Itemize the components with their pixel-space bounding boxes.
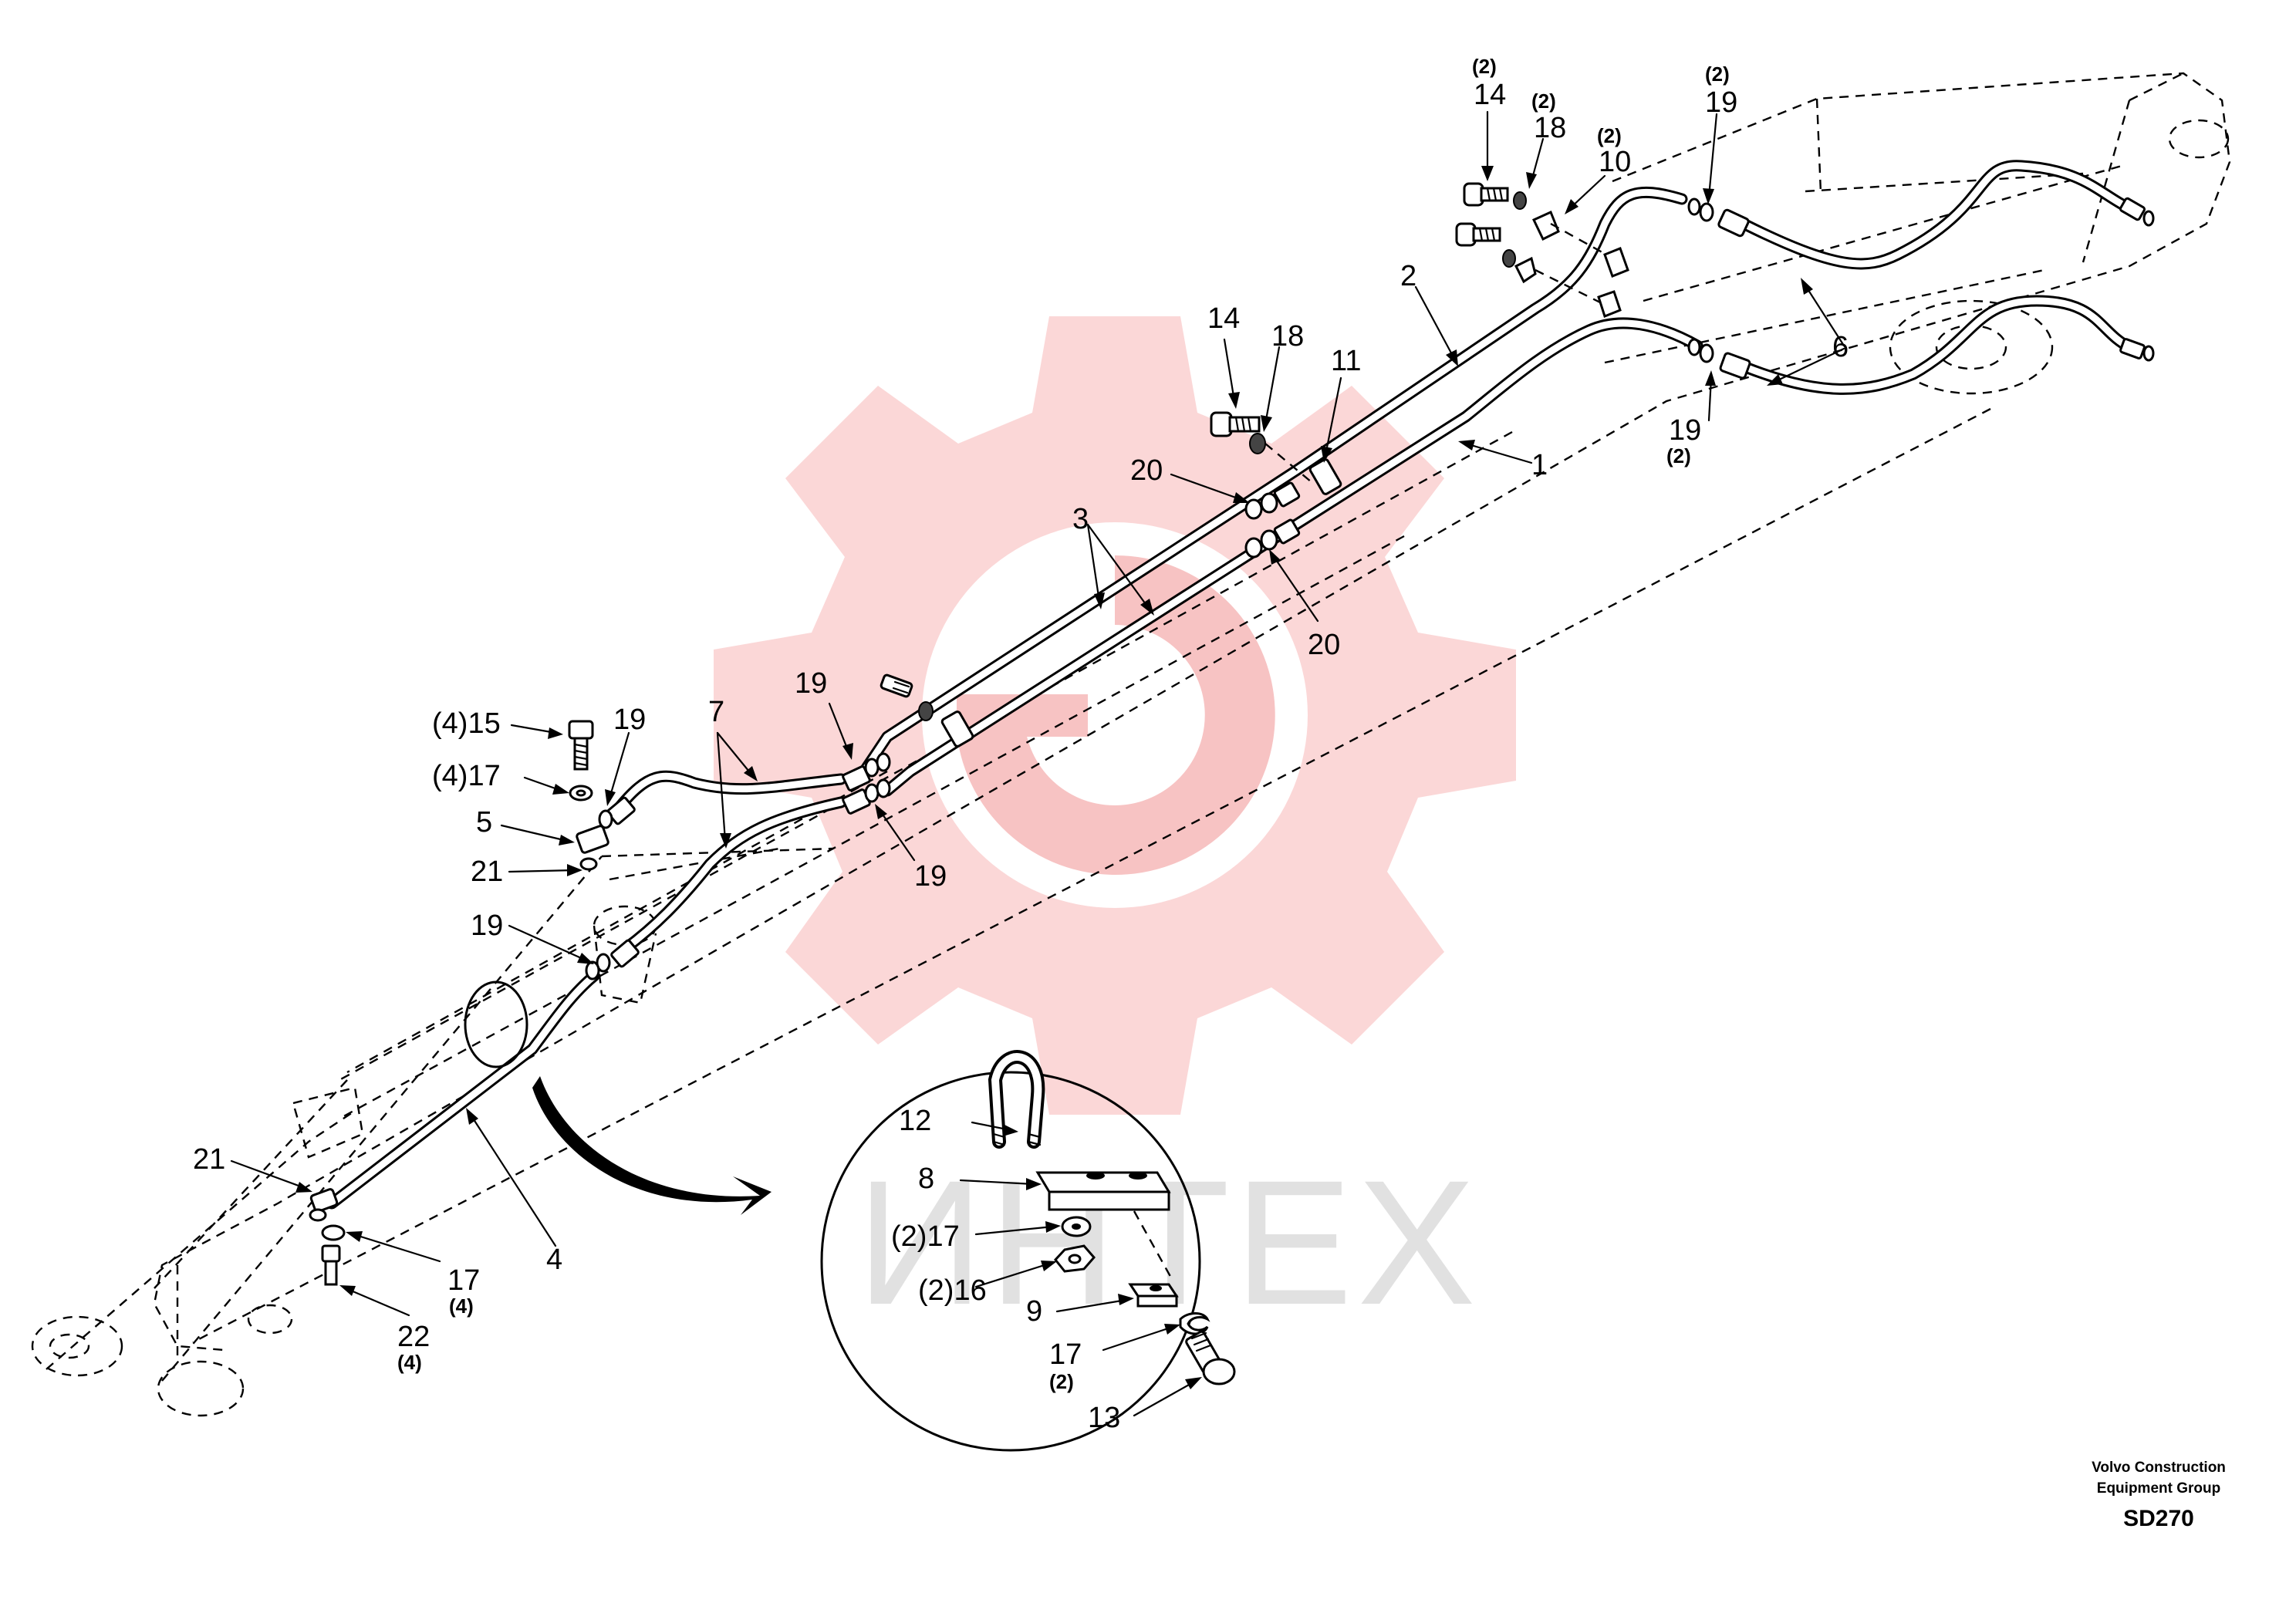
label-19-left-top: 19 <box>613 704 646 736</box>
label-9: 9 <box>1026 1295 1042 1328</box>
u-bolt-12 <box>988 1050 1045 1149</box>
bolt-15 <box>568 720 594 771</box>
label-10: 10 <box>1599 146 1631 178</box>
leader-lines <box>230 110 1845 1417</box>
detail-labels: 12 8 (2)17 (2)16 9 17 (2) 13 <box>891 1105 1120 1434</box>
footer: Volvo Construction Equipment Group SD270 <box>2092 1460 2226 1531</box>
bolts-mid <box>1210 411 1312 483</box>
label-15: (4)15 <box>432 707 501 740</box>
label-12: 12 <box>899 1105 931 1137</box>
fittings <box>585 197 2155 980</box>
detail-callout <box>532 1071 1201 1452</box>
bolts-top <box>1455 182 1629 318</box>
label-18-mid: 18 <box>1271 320 1304 353</box>
nut-17a <box>1061 1216 1092 1237</box>
footer-company-line2: Equipment Group <box>2097 1480 2220 1497</box>
lower-clamp <box>309 1188 346 1286</box>
label-16: (2)16 <box>918 1274 987 1307</box>
label-19-mid-bottom: 19 <box>914 860 947 893</box>
label-19-mid-top: 19 <box>795 667 827 700</box>
label-19-top-right: 19 <box>1705 86 1737 119</box>
label-7: 7 <box>708 696 724 728</box>
label-17-left: (4)17 <box>432 760 501 792</box>
label-18-top-qty: (2) <box>1531 89 1556 113</box>
tube-4 <box>326 970 600 1210</box>
clamp-block-8 <box>1035 1171 1174 1281</box>
label-19-left-mid: 19 <box>471 910 503 942</box>
label-14-mid: 14 <box>1207 302 1240 335</box>
hose-6-upper <box>1737 160 2136 270</box>
label-17b-qty: (2) <box>1049 1370 1074 1393</box>
label-17-bottom-qty: (4) <box>449 1294 474 1318</box>
label-21-bottom: 21 <box>193 1143 225 1176</box>
label-14-top-qty: (2) <box>1472 55 1497 78</box>
label-11: 11 <box>1331 345 1361 377</box>
label-8: 8 <box>918 1163 934 1195</box>
label-19-right: 19 <box>1669 414 1701 447</box>
footer-company-line1: Volvo Construction <box>2092 1460 2226 1476</box>
tube-2 <box>858 186 1688 778</box>
label-17a: (2)17 <box>891 1220 960 1253</box>
label-20-bottom: 20 <box>1308 629 1340 661</box>
hose-6-lower <box>1737 295 2136 395</box>
clamp-block-9 <box>1128 1283 1179 1308</box>
label-19-right-qty: (2) <box>1666 444 1691 467</box>
washer-17-left <box>569 785 593 802</box>
label-19-top-right-qty: (2) <box>1705 62 1730 86</box>
label-4: 4 <box>546 1244 562 1276</box>
label-14-top: 14 <box>1474 79 1506 111</box>
label-5: 5 <box>476 806 492 839</box>
label-3: 3 <box>1072 503 1089 535</box>
label-18-top: 18 <box>1534 112 1566 144</box>
detail-ring <box>464 980 528 1068</box>
watermark-text: ИНТЕХ <box>856 1143 1481 1342</box>
clamp-11 <box>1308 458 1342 495</box>
label-2: 2 <box>1400 260 1416 292</box>
label-6: 6 <box>1832 331 1849 363</box>
label-17b: 17 <box>1049 1338 1082 1371</box>
tube-1 <box>881 317 1703 797</box>
part-labels: (2) 14 (2) 18 (2) 10 (2) 19 2 14 18 11 6… <box>193 55 1849 1374</box>
bolt-13 <box>1185 1330 1236 1385</box>
label-10-qty: (2) <box>1597 124 1622 147</box>
label-20-top: 20 <box>1130 454 1163 487</box>
label-1: 1 <box>1531 449 1548 481</box>
clamp-5 <box>576 825 609 871</box>
label-22: 22 <box>397 1321 430 1353</box>
nut-16 <box>1054 1244 1096 1273</box>
footer-code: SD270 <box>2123 1506 2194 1531</box>
label-22-qty: (4) <box>397 1351 422 1374</box>
label-17-bottom: 17 <box>447 1264 480 1297</box>
label-21-top: 21 <box>471 856 503 888</box>
hose-7-lower <box>619 796 847 955</box>
clamp-mid <box>880 673 974 748</box>
label-13: 13 <box>1088 1402 1120 1434</box>
hose-7-upper <box>611 770 847 816</box>
